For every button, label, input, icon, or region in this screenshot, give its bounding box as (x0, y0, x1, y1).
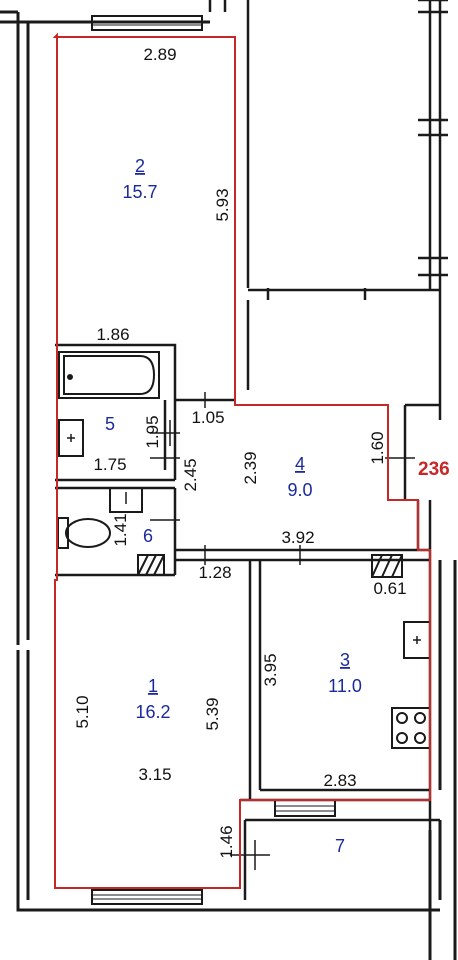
apartment-outline (52, 32, 431, 889)
dim-1-95: 1.95 (143, 415, 162, 448)
dim-2-89: 2.89 (143, 45, 176, 64)
apartment-number: 236 (418, 459, 450, 480)
vent-shaft-wc (137, 554, 165, 576)
room-6-number: 6 (143, 526, 153, 546)
dim-1-05: 1.05 (191, 408, 224, 427)
dim-0-61: 0.61 (373, 579, 406, 598)
dim-2-45: 2.45 (181, 458, 200, 491)
room-4-area: 9.0 (287, 480, 312, 500)
dim-1-86: 1.86 (96, 325, 129, 344)
vent-shaft-kitchen (371, 554, 403, 578)
sink-wc (109, 487, 143, 513)
dim-1-46: 1.46 (217, 825, 236, 858)
dim-2-39: 2.39 (241, 451, 260, 484)
dim-3-15: 3.15 (138, 765, 171, 784)
dim-1-60: 1.60 (368, 431, 387, 464)
kitchen-sink (403, 621, 431, 659)
tick-marks (150, 392, 415, 870)
room-4-number: 4 (295, 454, 305, 474)
room-2-number: 2 (135, 156, 145, 176)
dim-5-39: 5.39 (203, 697, 222, 730)
sink-bath (58, 419, 84, 457)
bathtub (58, 351, 160, 399)
dim-5-10: 5.10 (73, 695, 92, 728)
dim-5-93: 5.93 (213, 188, 232, 221)
dim-1-28: 1.28 (198, 563, 231, 582)
room-2-area: 15.7 (122, 182, 157, 202)
dim-1-75: 1.75 (93, 455, 126, 474)
dim-3-92: 3.92 (281, 528, 314, 547)
dim-1-41: 1.41 (111, 513, 130, 546)
room-3-area: 11.0 (328, 676, 362, 696)
room-3-number: 3 (340, 650, 350, 670)
room-1-number: 1 (148, 676, 158, 696)
dim-3-95: 3.95 (261, 653, 280, 686)
stove (391, 707, 431, 749)
window-top (91, 15, 203, 31)
dim-2-83: 2.83 (323, 771, 356, 790)
neighbor-walls (208, 0, 448, 420)
building-walls (0, 10, 457, 960)
window-bottom (91, 889, 203, 905)
room-7-number: 7 (335, 836, 345, 856)
room-5-number: 5 (105, 414, 115, 434)
toilet (57, 517, 111, 549)
window-balcony (274, 799, 336, 817)
room-1-area: 16.2 (135, 702, 170, 722)
